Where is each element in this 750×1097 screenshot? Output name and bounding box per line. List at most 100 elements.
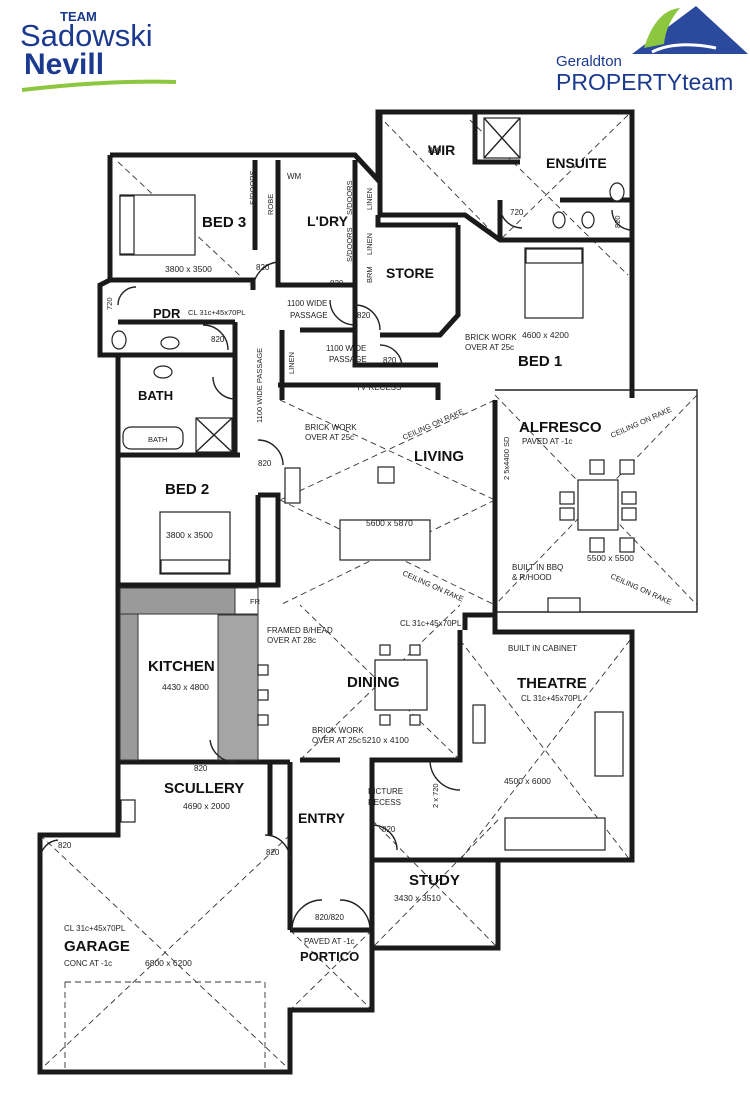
logo-swoosh [21, 79, 177, 92]
room-size-bed3: 3800 x 3500 [165, 264, 212, 274]
framed-bulkhead-line2: OVER AT 28c [267, 636, 316, 645]
room-label-ensuite: ENSUITE [546, 155, 607, 171]
theatre-ceiling-note: CL 31c+45x70PL [521, 694, 583, 703]
passage-2-line1: 1100 WIDE [326, 344, 366, 353]
door-width-wir: 820 [428, 146, 442, 155]
room-size-alfresco: 5500 x 5500 [587, 553, 634, 563]
logo-sadowski-text: Sadowski [20, 18, 153, 53]
garage-ceiling-note: CL 31c+45x70PL [64, 924, 126, 933]
room-label-bath: BATH [138, 388, 173, 403]
room-label-bed2: BED 2 [165, 481, 209, 498]
room-size-study: 3430 x 3510 [394, 893, 441, 903]
door-width-theatre: 2 x 720 [431, 783, 440, 808]
bath-tub-label: BATH [148, 435, 167, 444]
door-width-pdr-wc: 720 [105, 297, 114, 310]
door-width-ensuite: 720 [510, 208, 524, 217]
passage-1-line1: 1100 WIDE [287, 299, 327, 308]
team-sadowski-nevill-logo: TEAM Sadowski Nevill [20, 9, 177, 92]
brick-note-bed1-line2: OVER AT 25c [465, 343, 514, 352]
room-label-bed3: BED 3 [202, 214, 246, 231]
sliding-door-label: 2 5x4400 SD [502, 436, 511, 480]
room-label-garage: GARAGE [64, 938, 130, 955]
door-width-entry: 820 [266, 848, 280, 857]
passage-vertical-label: 1100 WIDE PASSAGE [255, 348, 264, 423]
brick-note-dining-line1: BRICK WORK [312, 726, 364, 735]
room-size-bed1: 4600 x 4200 [522, 330, 569, 340]
room-label-bed1: BED 1 [518, 353, 562, 370]
room-size-theatre: 4500 x 6000 [504, 776, 551, 786]
room-size-garage: 6800 x 6200 [145, 958, 192, 968]
sdoors-label-laundry: S/DOORS [345, 180, 354, 215]
linen-label-store: LINEN [365, 233, 374, 255]
room-label-wir: WIR [428, 142, 455, 158]
bbq-label-line1: BUILT IN BBQ [512, 563, 563, 572]
room-size-scullery: 4690 x 2000 [183, 801, 230, 811]
room-size-bed2: 3800 x 3500 [166, 530, 213, 540]
wm-label: WM [287, 172, 302, 181]
room-label-kitchen: KITCHEN [148, 658, 215, 675]
brick-note-bed1-line1: BRICK WORK [465, 333, 517, 342]
portico-paved-note: PAVED AT -1c [304, 937, 355, 946]
room-label-theatre: THEATRE [517, 675, 587, 692]
passage-2-line2: PASSAGE [329, 355, 367, 364]
linen-label-laundry: LINEN [365, 188, 374, 210]
door-width-bed1: 820 [383, 356, 397, 365]
room-label-study: STUDY [409, 872, 460, 889]
door-width-pdr: 820 [211, 335, 225, 344]
room-label-scullery: SCULLERY [164, 780, 244, 797]
room-label-pdr: PDR [153, 306, 181, 321]
built-in-cabinet-label: BUILT IN CABINET [508, 644, 577, 653]
logo-geraldton-text: Geraldton [556, 53, 622, 70]
door-width-scullery: 820 [194, 764, 208, 773]
room-size-living: 5600 x 5870 [366, 518, 413, 528]
logo-leaf-icon [644, 8, 680, 48]
dining-ceiling-note: CL 31c+45x70PL [400, 619, 462, 628]
room-label-store: STORE [386, 265, 434, 281]
furniture [111, 117, 637, 851]
sdoors-label-store: S/DOORS [345, 227, 354, 262]
door-width-front-entry: 820/820 [315, 913, 344, 922]
pdr-ceiling-note: CL 31c+45x70PL [188, 308, 245, 317]
robe-label-bed3: ROBE [266, 194, 275, 215]
door-width-study: 820 [382, 825, 396, 834]
walls [37, 109, 698, 1075]
room-label-laundry: L'DRY [307, 213, 349, 229]
bbq-label-line2: & R/HOOD [512, 573, 552, 582]
door-width-ensuite-wc: 820 [613, 215, 622, 228]
door-width-store: 820 [357, 311, 371, 320]
door-swings [39, 205, 633, 931]
room-label-entry: ENTRY [298, 810, 346, 826]
framed-bulkhead-line1: FRAMED B/HEAD [267, 626, 333, 635]
linen-label-passage: LINEN [287, 352, 296, 374]
room-label-dining: DINING [347, 674, 400, 691]
logo-team-text: TEAM [60, 9, 97, 24]
ceiling-rake-living-top: CEILING ON RAKE [401, 407, 465, 442]
garage-concrete-note: CONC AT -1c [64, 959, 112, 968]
logo-nevill-text: Nevill [24, 48, 104, 81]
geraldton-property-team-logo: Geraldton PROPERTYteam [556, 6, 748, 95]
fridge-label: FR [250, 597, 261, 606]
door-width-bed2: 820 [258, 459, 272, 468]
room-size-dining: 5210 x 4100 [362, 735, 409, 745]
door-width-laundry: 820 [330, 279, 344, 288]
tv-recess-label: TV RECESS [356, 383, 401, 392]
ceiling-rake-alfresco-bottom: CEILING ON RAKE [609, 572, 673, 607]
door-width-garage: 820 [58, 841, 72, 850]
door-width-bed3: 820 [256, 263, 270, 272]
picture-recess-line1: PICTURE [368, 787, 403, 796]
brick-note-living-line2: OVER AT 25c [305, 433, 354, 442]
kitchen-benches [119, 587, 259, 761]
passage-1-line2: PASSAGE [290, 311, 328, 320]
room-size-kitchen: 4430 x 4800 [162, 682, 209, 692]
picture-recess-line2: RECESS [368, 798, 401, 807]
room-label-alfresco: ALFRESCO [519, 419, 602, 436]
brm-label: BRM [365, 266, 374, 283]
logo-property-team-text: PROPERTYteam [556, 69, 733, 95]
alfresco-paved-note: PAVED AT -1c [522, 437, 573, 446]
brick-note-living-line1: BRICK WORK [305, 423, 357, 432]
sdoors-label-bed3: S/DOORS [248, 170, 257, 205]
room-label-living: LIVING [414, 448, 464, 465]
ceiling-rake-alfresco-top: CEILING ON RAKE [609, 405, 673, 440]
brick-note-dining-line2: OVER AT 25c [312, 736, 361, 745]
